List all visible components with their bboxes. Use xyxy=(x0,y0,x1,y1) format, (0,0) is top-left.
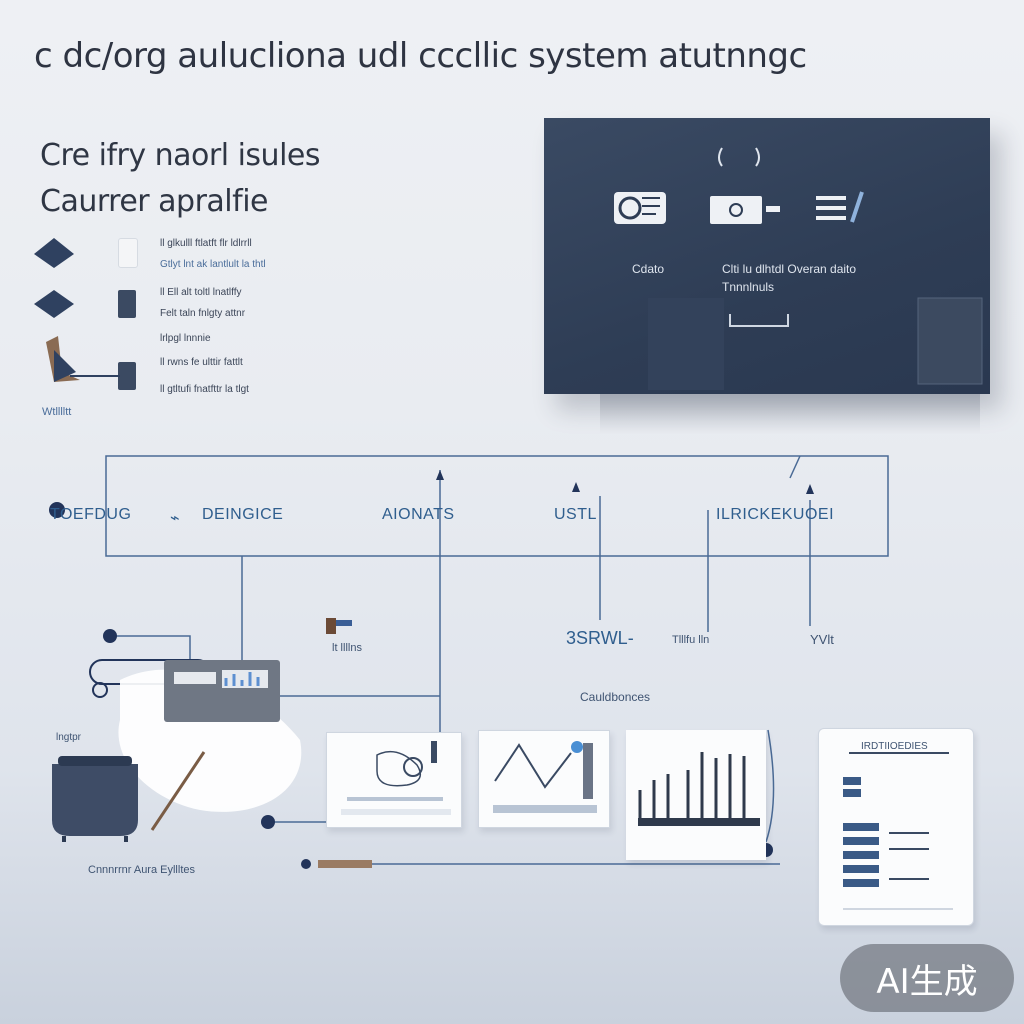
flow-label: AIONATS xyxy=(382,506,455,523)
legend-icons xyxy=(32,232,92,412)
overview-panel: Cdato Clti lu dlhtdl Overan daito Tnnnln… xyxy=(544,118,990,394)
stick-icon xyxy=(150,751,206,831)
panel-window xyxy=(648,298,724,390)
flow-node xyxy=(261,815,275,829)
panel-picture xyxy=(917,297,983,385)
legend-item: ll rwns fe ulttir fattlt xyxy=(160,357,243,368)
legend-item: Felt taln fnlgty attnr xyxy=(160,308,246,319)
flow-label: DEINGICE xyxy=(202,506,284,523)
metric-label: 3SRWL- xyxy=(566,628,634,648)
legend-item: ll gtltufi fnatfttr la tlgt xyxy=(160,384,249,395)
list-icon xyxy=(816,191,864,223)
flag-icon xyxy=(326,618,336,634)
legend-swatch-light xyxy=(118,238,138,268)
legend-icon-set xyxy=(34,238,80,382)
sketch-chart xyxy=(341,741,451,815)
panel-label: Cdato xyxy=(632,262,665,276)
arrow-glyph-icon: ⌁ xyxy=(170,510,180,527)
arrow-head xyxy=(572,482,580,492)
machine-icon xyxy=(89,659,302,812)
device-icon xyxy=(710,196,780,224)
legend-item: lrlpgl lnnnie xyxy=(160,333,211,344)
legend-footer: Wtlllltt xyxy=(42,406,72,418)
steam-icon xyxy=(718,147,760,167)
report-table xyxy=(843,752,953,910)
flow-line xyxy=(110,635,191,662)
panel-graphics xyxy=(614,147,983,390)
chart-card xyxy=(326,732,462,828)
side-label: Cnnnrrnr Aura Eyllltes xyxy=(88,864,195,876)
chart-card xyxy=(478,730,610,828)
metric-label: Tlllfu lln xyxy=(672,634,710,646)
legend-item: ll Ell alt toltl lnatlffy xyxy=(160,287,242,298)
page-title: c dc/org aulucliona udl cccllic system a… xyxy=(34,36,807,76)
pot-icon xyxy=(52,756,138,842)
panel-label: Tnnnlnuls xyxy=(722,280,775,294)
flag-icon xyxy=(336,620,352,626)
side-label: Cauldbonces xyxy=(580,690,651,704)
panel-label: Clti lu dlhtdl Overan daito xyxy=(722,262,857,276)
tray-icon xyxy=(729,314,789,327)
gauge-icon xyxy=(614,192,666,224)
metric-label: YVlt xyxy=(810,632,834,647)
legend-item: ll glkulll ftlatft flr ldlrrll xyxy=(160,238,252,249)
legend-swatch-dark xyxy=(118,290,136,318)
side-label: lt llllns xyxy=(332,642,362,654)
legend-swatch-dark xyxy=(118,362,136,390)
arrow-head xyxy=(806,484,814,494)
flow-label: ILRICKEKUOEI xyxy=(716,506,835,523)
report-heading: IRDTIIOEDIES xyxy=(861,741,928,752)
flow-frame xyxy=(105,455,889,557)
flow-node xyxy=(103,629,117,643)
report-card: IRDTIIOEDIES xyxy=(818,728,974,926)
flow-node xyxy=(49,502,65,518)
ai-generated-badge: AI生成 xyxy=(840,944,1014,1012)
chart-card xyxy=(626,730,766,860)
diamond-icon xyxy=(34,238,74,268)
bar-sketch-chart xyxy=(638,752,760,826)
legend-connector xyxy=(70,375,120,377)
diamond-icon xyxy=(34,290,74,318)
flow-tick xyxy=(789,455,801,479)
line-sketch-chart xyxy=(493,741,597,813)
side-label: lngtpr xyxy=(56,732,82,743)
panel-shadow xyxy=(600,394,980,434)
flow-label: USTL xyxy=(554,506,597,523)
flow-line xyxy=(765,729,775,843)
flow-node xyxy=(301,859,311,869)
legend-item: Gtlyt lnt ak lantlult la thtl xyxy=(160,259,266,270)
section-subtitle: Caurrer apralfie xyxy=(40,184,269,219)
arrow-head xyxy=(436,470,444,480)
flow-label: TOEFDUG xyxy=(50,506,132,523)
section-title: Cre ifry naorl isules xyxy=(40,138,321,173)
